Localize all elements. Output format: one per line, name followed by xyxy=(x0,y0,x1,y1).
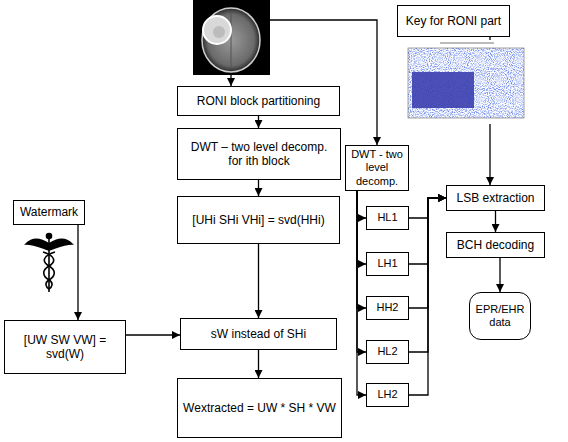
node-label: HH2 xyxy=(376,301,398,314)
node-label: [UW SW VW] = svd(W) xyxy=(10,333,120,362)
process-box: BCH decoding xyxy=(446,232,545,258)
key-box: Key for RONI part xyxy=(397,5,510,37)
process-box: sW instead of SHi xyxy=(180,318,337,350)
node-label: [UHi SHi VHi] = svd(HHi) xyxy=(192,213,324,227)
subband-box: HL1 xyxy=(366,206,409,230)
process-box: DWT - two level decomp. xyxy=(345,145,409,191)
flow-arrow xyxy=(409,198,446,395)
node-label: LSB extraction xyxy=(456,191,534,205)
node-label: HL2 xyxy=(377,345,397,358)
subband-box: HL2 xyxy=(366,340,409,364)
node-label: DWT - two level decomp. xyxy=(349,148,405,188)
flow-arrow xyxy=(258,244,259,318)
flow-arrow xyxy=(258,350,259,378)
input-box: Watermark xyxy=(13,200,85,225)
image-arrows xyxy=(231,20,377,145)
node-label: HL1 xyxy=(377,211,397,224)
flow-arrow xyxy=(126,334,180,335)
flow-arrow xyxy=(258,180,259,196)
node-label: BCH decoding xyxy=(457,238,534,252)
output-box: EPR/EHR data xyxy=(469,292,531,340)
node-label: LH1 xyxy=(377,257,397,270)
node-label: LH2 xyxy=(377,388,397,401)
node-label: Watermark xyxy=(20,205,78,219)
caduceus-icon xyxy=(26,234,72,293)
key-noise-image xyxy=(400,40,528,124)
mri-image xyxy=(193,0,270,75)
flow-arrow xyxy=(357,191,366,352)
subband-box: HH2 xyxy=(366,296,409,320)
node-label: Wextracted = UW * SH * VW xyxy=(183,401,336,415)
flow-arrow xyxy=(258,116,259,128)
subband-box: LH1 xyxy=(366,252,409,276)
process-box: [UHi SHi VHi] = svd(HHi) xyxy=(177,196,340,244)
subband-box: LH2 xyxy=(366,383,409,407)
process-box: [UW SW VW] = svd(W) xyxy=(4,320,126,374)
process-box: DWT – two level decomp. for ith block xyxy=(177,128,341,180)
node-label: sW instead of SHi xyxy=(211,327,306,341)
process-box: RONI block partitioning xyxy=(177,86,340,116)
node-label: DWT – two level decomp. for ith block xyxy=(183,140,335,169)
flow-arrow xyxy=(357,191,366,308)
flow-arrow xyxy=(357,191,366,395)
flow-arrow xyxy=(499,258,500,292)
node-label: RONI block partitioning xyxy=(197,94,320,108)
node-label: EPR/EHR data xyxy=(473,303,527,329)
flow-arrow xyxy=(357,191,366,264)
flow-arrow xyxy=(357,191,366,218)
flow-arrow xyxy=(77,225,78,320)
process-box: LSB extraction xyxy=(446,185,545,211)
flow-arrow xyxy=(495,211,496,232)
process-box: Wextracted = UW * SH * VW xyxy=(177,378,342,438)
node-label: Key for RONI part xyxy=(406,14,501,28)
